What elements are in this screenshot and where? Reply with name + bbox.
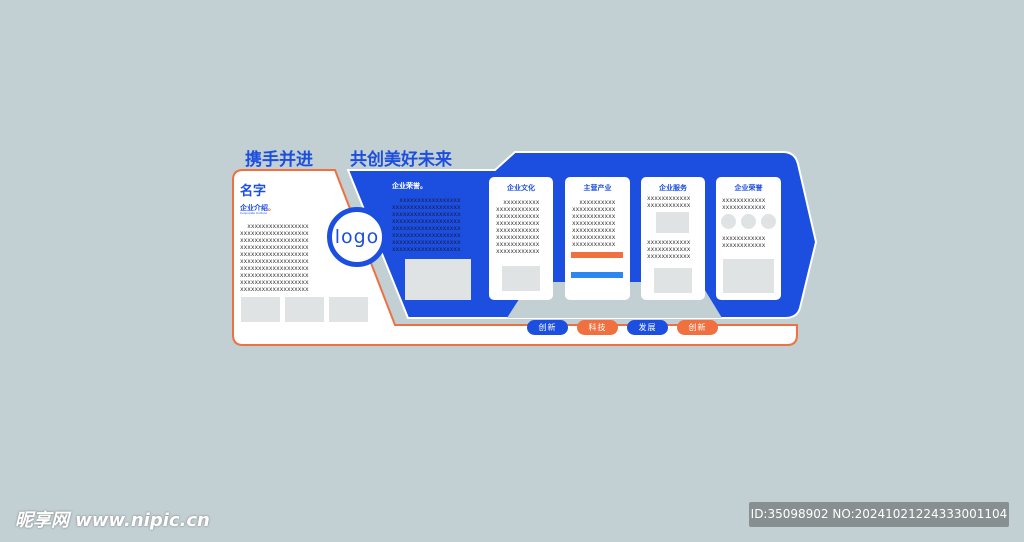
- orange-bar: [571, 252, 623, 258]
- pill-innovation: 创新: [527, 320, 568, 335]
- honor-text: xxxxxxxxxxxxxxxxx xxxxxxxxxxxxxxxxxxx xx…: [392, 197, 461, 253]
- pill-innovation-2: 创新: [677, 320, 718, 335]
- company-name: 名字: [240, 184, 267, 199]
- slogan-right: 共创美好未来: [350, 150, 452, 170]
- intro-subtitle: Corporate Culture: [240, 211, 267, 215]
- image-placeholder: [329, 297, 368, 322]
- image-placeholder: [502, 266, 540, 291]
- card-text: xxxxxxxxxxxx xxxxxxxxxxxx: [722, 235, 766, 249]
- image-placeholder: [656, 212, 689, 233]
- medal-placeholder: [741, 214, 756, 229]
- card-text: xxxxxxxxxxxx xxxxxxxxxxxx xxxxxxxxxxxx: [647, 239, 691, 260]
- card-text: xxxxxxxxxx xxxxxxxxxxxx xxxxxxxxxxxx xxx…: [572, 199, 616, 248]
- card-industry: 主营产业 xxxxxxxxxx xxxxxxxxxxxx xxxxxxxxxxx…: [565, 177, 630, 300]
- image-placeholder: [405, 259, 471, 300]
- blue-bar: [571, 272, 623, 278]
- card-honor: 企业荣誉 xxxxxxxxxxxx xxxxxxxxxxxx xxxxxxxxx…: [716, 177, 781, 300]
- pill-technology: 科技: [577, 320, 618, 335]
- honor-title: 企业荣誉。: [392, 182, 427, 190]
- card-service: 企业服务 xxxxxxxxxxxx xxxxxxxxxxxx xxxxxxxxx…: [641, 177, 705, 300]
- watermark-id: ID:35098902 NO:20241021224333001104: [749, 502, 1009, 527]
- pill-development: 发展: [627, 320, 668, 335]
- intro-dot: 。: [268, 204, 275, 212]
- card-text: xxxxxxxxxxxx xxxxxxxxxxxx: [647, 195, 691, 209]
- image-placeholder: [723, 259, 774, 293]
- card-title: 企业文化: [507, 184, 535, 192]
- card-title: 企业服务: [659, 184, 687, 192]
- card-culture: 企业文化 xxxxxxxxxx xxxxxxxxxxxx xxxxxxxxxxx…: [489, 177, 553, 300]
- card-title: 主营产业: [583, 184, 612, 192]
- image-placeholder: [285, 297, 324, 322]
- image-placeholder: [654, 268, 692, 293]
- intro-text: xxxxxxxxxxxxxxxxx xxxxxxxxxxxxxxxxxxx xx…: [240, 223, 309, 293]
- card-text: xxxxxxxxxx xxxxxxxxxxxx xxxxxxxxxxxx xxx…: [496, 199, 540, 255]
- image-placeholder: [241, 297, 280, 322]
- intro-title: 企业介绍: [240, 204, 268, 212]
- watermark-site: 昵享网 www.nipic.cn: [15, 510, 210, 531]
- slogan-left: 携手并进: [245, 150, 313, 170]
- white-panel: [232, 169, 798, 346]
- card-title: 企业荣誉: [734, 184, 763, 192]
- medal-placeholder: [761, 214, 776, 229]
- medal-placeholder: [721, 214, 736, 229]
- logo: logo: [327, 207, 387, 267]
- card-text: xxxxxxxxxxxx xxxxxxxxxxxx: [722, 197, 766, 211]
